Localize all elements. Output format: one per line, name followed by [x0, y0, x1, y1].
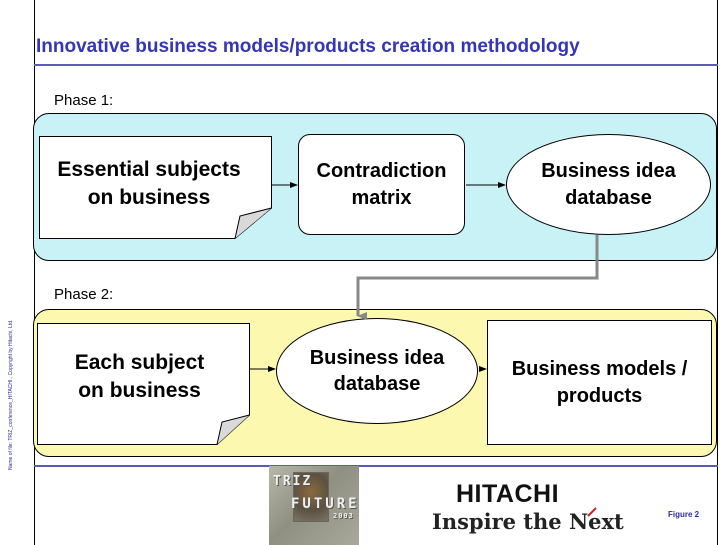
tagline-accent-mark	[587, 507, 597, 517]
essential-subjects-line-1: Essential subjects	[57, 158, 241, 182]
contradiction-matrix-line-2: matrix	[351, 186, 412, 209]
essential-subjects-line-2: on business	[87, 186, 211, 209]
phase-2-database-line-1: Business idea	[309, 346, 445, 369]
phase-1-database-line-1: Business idea	[541, 160, 676, 183]
hitachi-logo: HITACHI	[456, 480, 560, 508]
business-models-line-1: Business models /	[511, 358, 688, 381]
triz-future-logo: TRIZ FUTURE 2003	[269, 466, 359, 545]
logo-line-1: TRIZ	[273, 474, 313, 489]
each-subject-document-shape	[37, 323, 250, 445]
each-subject-line-2: on business	[78, 379, 201, 402]
phase-2-database-line-2: database	[333, 373, 421, 395]
each-subject-line-1: Each subject	[74, 351, 205, 375]
logo-picture	[293, 472, 329, 522]
logo-year: 2003	[333, 512, 354, 520]
essential-subjects-document-shape	[39, 136, 272, 239]
arrow-phase1-to-phase2	[356, 235, 599, 320]
essential-subjects-box: Essential subjects on business	[39, 136, 259, 232]
business-models-line-2: products	[556, 384, 643, 407]
phase-1-database-line-2: database	[565, 186, 652, 209]
contradiction-matrix-box: Contradiction matrix	[298, 134, 465, 235]
title-rule	[34, 64, 718, 66]
footer-rule	[34, 465, 718, 467]
contradiction-matrix-line-1: Contradiction	[316, 160, 447, 183]
slide-frame	[34, 0, 718, 545]
copyright-side-note: Name of file: TRIZ_conference_HITACHI., …	[8, 319, 14, 470]
each-subject-box: Each subject on business	[37, 323, 242, 431]
phase-1-business-idea-database: Business idea database	[506, 134, 711, 235]
phase-2-business-idea-database: Business idea database	[276, 318, 478, 424]
logo-line-2: FUTURE	[291, 496, 360, 512]
phase-2-label: Phase 2:	[54, 286, 114, 303]
phase-1-label: Phase 1:	[54, 92, 114, 109]
business-models-products-box: Business models / products	[487, 320, 712, 445]
figure-label: Figure 2	[668, 510, 700, 519]
slide-title: Innovative business models/products crea…	[36, 36, 580, 57]
